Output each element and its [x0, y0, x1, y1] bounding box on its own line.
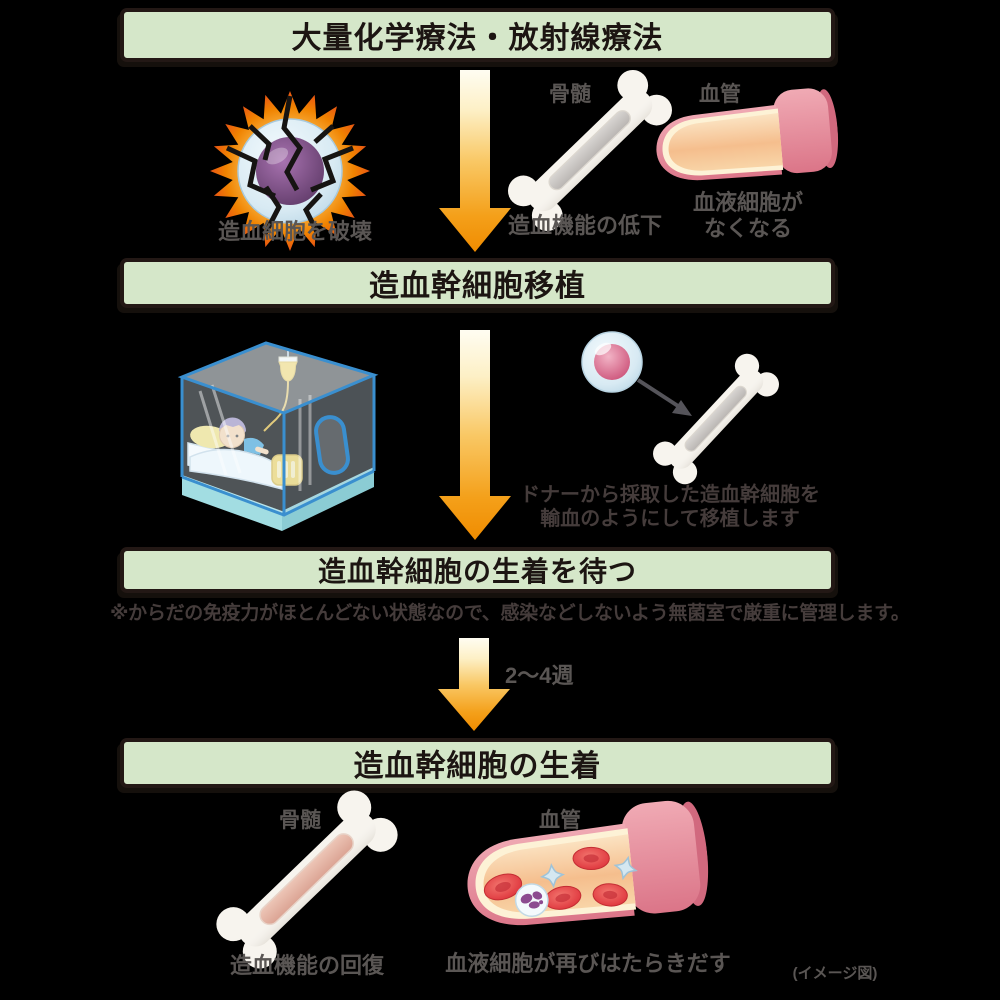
- vessel-label-bottom: 血管: [539, 809, 581, 832]
- bone-marrow-label-top: 骨髄: [549, 83, 591, 106]
- down-arrow-icon-2: [439, 330, 511, 540]
- banner-chemo-radiation-label: 大量化学療法・放射線療法: [291, 22, 664, 55]
- transplant-caption-line2: 輸血のようにして移植します: [540, 507, 800, 530]
- vessel-caption-top-line2: なくなる: [703, 215, 792, 241]
- duration-label: 2〜4週: [505, 663, 574, 688]
- vessel-label-top: 血管: [699, 83, 741, 106]
- vessel-caption-bottom: 血液細胞が再びはたらきだす: [445, 951, 731, 976]
- banner-wait-engraftment-label: 造血幹細胞の生着を待つ: [317, 556, 637, 587]
- banner-wait-engraftment: 造血幹細胞の生着を待つ: [120, 547, 835, 593]
- nucleus-highlight: [265, 147, 289, 165]
- red-blood-cells: [483, 846, 628, 910]
- bone-marrow-low: [548, 110, 631, 191]
- bone-icon-recovered: [198, 772, 415, 986]
- bone-icon-damaged: [492, 54, 688, 247]
- vessel-caption-top-line1: 血液細胞が: [692, 190, 803, 215]
- crack-lines: [225, 95, 354, 236]
- banner-engraftment-label: 造血幹細胞の生着: [353, 750, 602, 783]
- vessel-caption-top: 血液細胞が なくなる: [648, 190, 848, 242]
- immunity-note: ※からだの免疫力がほとんどない状態なので、感染などしないよう無菌室で厳重に管理し…: [110, 603, 910, 624]
- bone-marrow-recovered: [259, 833, 354, 926]
- down-arrow-icon-1: [439, 70, 511, 252]
- bone-icon-transplant: [640, 341, 792, 497]
- banner-engraftment: 造血幹細胞の生着: [120, 738, 835, 788]
- banner-transplant: 造血幹細胞移植: [120, 258, 835, 308]
- bone-marrow-label-bottom: 骨髄: [279, 809, 321, 832]
- destroyed-cell-caption: 造血細胞を破壊: [217, 219, 372, 244]
- transfer-arrow-icon: [636, 378, 692, 416]
- banner-transplant-label: 造血幹細胞移植: [369, 270, 586, 303]
- blood-vessel-icon-active: [450, 789, 714, 946]
- transplant-caption: ドナーから採取した造血幹細胞を 輸血のようにして移植します: [490, 484, 850, 531]
- image-footnote: (イメージ図): [792, 965, 878, 982]
- white-blood-cell: [514, 883, 549, 918]
- platelets: [539, 855, 638, 889]
- down-arrow-icon-3: [438, 638, 510, 731]
- window: [314, 415, 350, 475]
- destroyed-cell-icon: [210, 91, 370, 251]
- bone-caption-bottom: 造血機能の回復: [229, 953, 384, 978]
- blood-vessel-icon-empty: [644, 80, 842, 195]
- patient-bed: [187, 417, 303, 490]
- patient-arm: [255, 446, 269, 455]
- bone-shape: [508, 69, 672, 232]
- stem-cell-icon: [581, 331, 643, 393]
- transplant-caption-line1: ドナーから採取した造血幹細胞を: [520, 484, 820, 506]
- bone-caption-top: 造血機能の低下: [507, 213, 662, 238]
- banner-chemo-radiation: 大量化学療法・放射線療法: [120, 8, 835, 62]
- isolation-room-icon: [177, 341, 379, 531]
- glass-box: [177, 341, 379, 517]
